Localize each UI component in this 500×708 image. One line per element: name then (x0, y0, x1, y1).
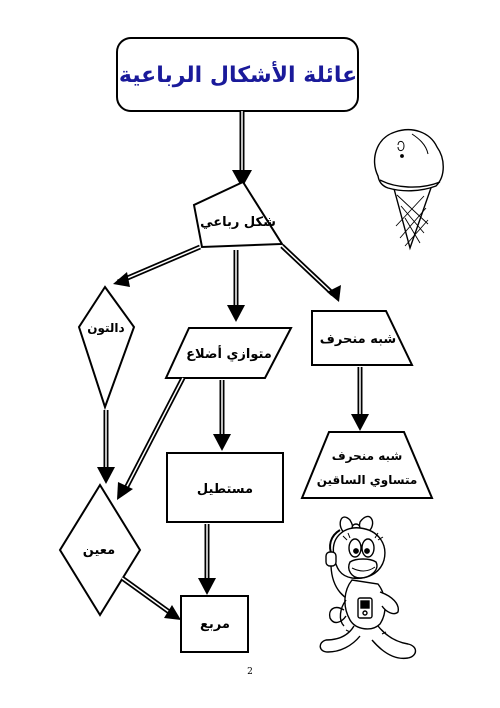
arrow-rectangle-to-square (198, 524, 216, 595)
kite-shape (77, 285, 136, 411)
arrow-kite-to-rhombus (97, 410, 115, 484)
arrow-parallelogram-to-rectangle (213, 380, 231, 451)
arrow-quad-to-trapezoid (280, 244, 341, 302)
page-title: عائلة الأشكال الرباعية (119, 60, 357, 88)
quadrilateral-shape (192, 180, 284, 249)
title-box (116, 37, 359, 112)
ice-cream-icon (373, 129, 444, 251)
isosceles-trapezoid-shape (300, 431, 434, 499)
isosceles-label-line2: متساوي الساقين (317, 473, 418, 488)
arrow-quad-to-parallelogram (227, 250, 245, 322)
rectangle-shape (166, 452, 284, 523)
isosceles-label-line1: شبه منحرف (332, 449, 403, 463)
arrow-quad-to-kite (113, 244, 201, 287)
kite-label: دالتون (87, 321, 124, 336)
square-label: مربع (200, 617, 230, 632)
arrow-parallelogram-to-rhombus (117, 376, 186, 500)
page-number: 2 (247, 667, 253, 677)
rectangle-label: مستطيل (197, 482, 253, 497)
trapezoid-label: شبه منحرف (320, 332, 396, 347)
square-shape (180, 595, 249, 653)
parallelogram-label: متوازي أضلاع (186, 345, 272, 362)
parallelogram-shape (164, 327, 293, 379)
arrow-trapezoid-to-isosceles (351, 367, 369, 431)
trapezoid-shape (311, 310, 414, 366)
quadrilateral-label: شكل رباعي (200, 215, 276, 230)
rhombus-label: معين (83, 543, 115, 558)
arrow-title-to-quadrilateral (232, 111, 252, 188)
daisy-duck-icon (319, 515, 417, 660)
rhombus-shape (58, 483, 142, 617)
arrow-rhombus-to-square (120, 575, 181, 620)
